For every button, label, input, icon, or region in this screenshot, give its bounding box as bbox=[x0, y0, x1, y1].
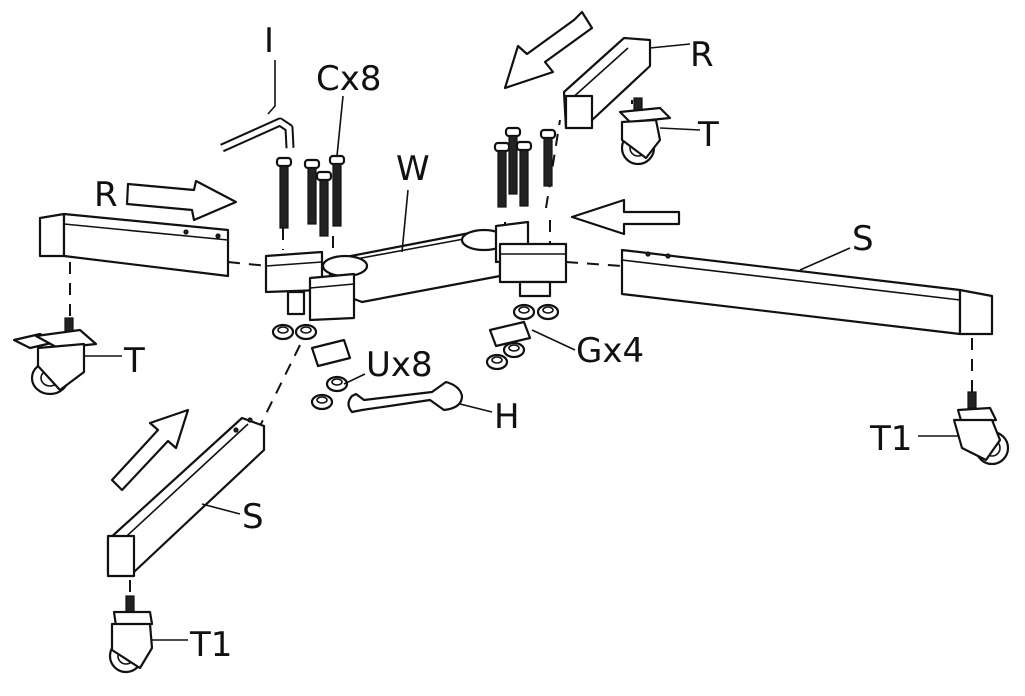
label-caster-brake-right: T1 bbox=[869, 419, 912, 459]
guide-lines bbox=[69, 100, 973, 598]
arrow-icon-bottom-left bbox=[110, 408, 190, 492]
bolt-icon bbox=[504, 126, 522, 195]
label-wrench: H bbox=[494, 397, 520, 437]
screws-left bbox=[275, 95, 346, 237]
long-leg-right bbox=[620, 247, 994, 336]
bolt-icon bbox=[315, 170, 333, 237]
caster-wheel-icon-right bbox=[918, 391, 1010, 466]
screws-right bbox=[493, 126, 557, 208]
short-leg-right bbox=[562, 36, 691, 130]
arrow-icon-left bbox=[125, 179, 238, 222]
nuts-left bbox=[271, 323, 366, 411]
nut-icon bbox=[271, 323, 295, 341]
label-allen-key: I bbox=[264, 21, 274, 61]
nuts-right bbox=[485, 303, 576, 371]
label-long-leg-left: S bbox=[242, 497, 264, 537]
nut-icon bbox=[294, 323, 318, 341]
bolt-icon bbox=[328, 154, 346, 227]
labels: I Cx8 W R R T T S S Ux8 Gx4 H T1 T1 bbox=[94, 21, 912, 665]
nut-icon bbox=[502, 341, 526, 359]
label-plates: Gx4 bbox=[576, 331, 644, 371]
bolt-icon bbox=[539, 128, 557, 187]
label-short-leg-right: R bbox=[690, 35, 714, 75]
caster-wheel-icon-top-right bbox=[618, 97, 701, 166]
arrow-icon-top-right bbox=[503, 10, 594, 90]
nut-icon bbox=[325, 375, 349, 393]
nut-icon bbox=[536, 303, 560, 321]
nut-icon bbox=[512, 303, 536, 321]
caster-wheel-icon-left bbox=[12, 317, 122, 396]
nut-icon bbox=[485, 353, 509, 371]
nut-icon bbox=[310, 393, 334, 411]
center-base bbox=[264, 189, 568, 322]
wrench-icon bbox=[347, 380, 493, 414]
bolt-icon bbox=[493, 141, 511, 208]
long-leg-left bbox=[106, 416, 266, 578]
short-leg-left bbox=[38, 212, 230, 278]
label-caster-left: T bbox=[123, 341, 145, 381]
bolt-icon bbox=[515, 140, 533, 207]
bolt-icon bbox=[303, 158, 321, 225]
arrow-icon-right bbox=[570, 198, 681, 236]
label-long-leg-right: S bbox=[852, 219, 874, 259]
label-caster-brake-left: T1 bbox=[189, 625, 232, 665]
bolt-icon bbox=[275, 156, 293, 229]
label-caster-right: T bbox=[697, 115, 719, 155]
label-washers: Ux8 bbox=[366, 345, 433, 385]
label-center-base: W bbox=[396, 149, 430, 189]
allen-key-icon bbox=[220, 60, 295, 153]
label-screws: Cx8 bbox=[316, 59, 382, 99]
label-short-leg-left: R bbox=[94, 175, 118, 215]
caster-wheel-icon-bottom-left bbox=[108, 595, 188, 674]
